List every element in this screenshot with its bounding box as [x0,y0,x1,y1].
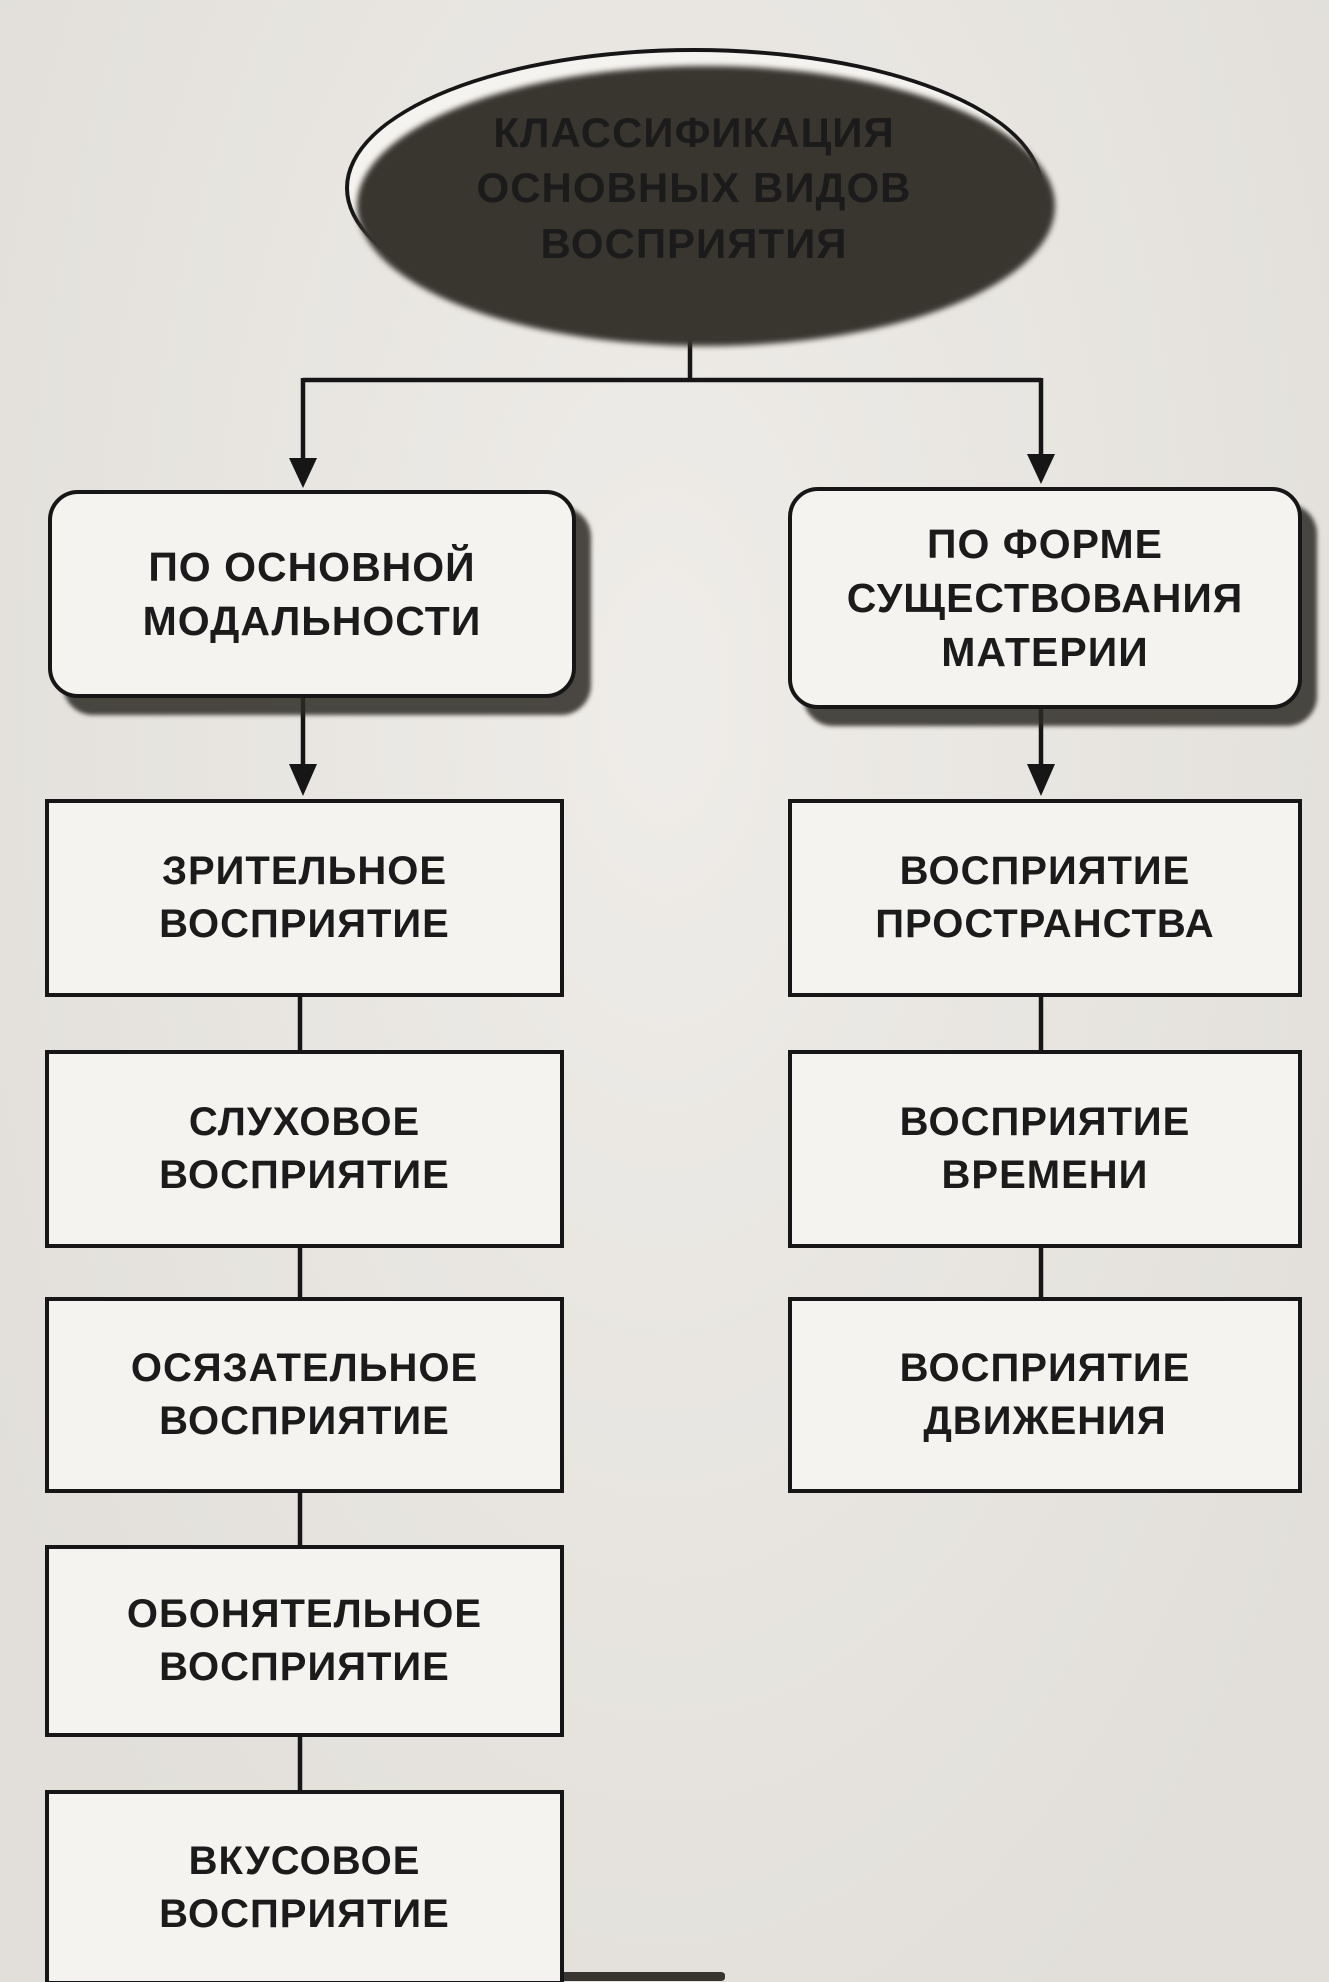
node-auditory-perception-label: СЛУХОВОЕ ВОСПРИЯТИЕ [159,1100,450,1197]
node-visual-perception: ЗРИТЕЛЬНОЕ ВОСПРИЯТИЕ [45,799,564,997]
arrowhead-right-child [1027,764,1055,796]
node-gustatory-perception: ВКУСОВОЕ ВОСПРИЯТИЕ [45,1790,564,1982]
node-gustatory-perception-label: ВКУСОВОЕ ВОСПРИЯТИЕ [159,1838,450,1936]
node-tactile-perception: ОСЯЗАТЕЛЬНОЕ ВОСПРИЯТИЕ [45,1297,564,1493]
node-visual-perception-label: ЗРИТЕЛЬНОЕ ВОСПРИЯТИЕ [159,849,450,946]
node-tactile-perception-label: ОСЯЗАТЕЛЬНОЕ ВОСПРИЯТИЕ [130,1346,479,1443]
arrowhead-right-category [1027,454,1055,484]
node-motion-perception: ВОСПРИЯТИЕ ДВИЖЕНИЯ [788,1297,1302,1493]
category-matter-form-label: ПО ФОРМЕ СУЩЕСТВОВАНИЯ МАТЕРИИ [846,520,1244,676]
node-time-perception: ВОСПРИЯТИЕ ВРЕМЕНИ [788,1050,1302,1248]
node-time-perception-label: ВОСПРИЯТИЕ ВРЕМЕНИ [899,1100,1191,1197]
node-olfactory-perception-label: ОБОНЯТЕЛЬНОЕ ВОСПРИЯТИЕ [126,1592,483,1689]
arrowhead-left-child [289,764,317,796]
category-node-modality: ПО ОСНОВНОЙ МОДАЛЬНОСТИ [48,490,576,698]
node-space-perception: ВОСПРИЯТИЕ ПРОСТРАНСТВА [788,799,1302,997]
scan-artifact [560,1972,725,1981]
root-node: КЛАССИФИКАЦИЯ ОСНОВНЫХ ВИДОВ ВОСПРИЯТИЯ [345,48,1043,328]
arrowhead-left-category [289,458,317,488]
category-node-matter-form: ПО ФОРМЕ СУЩЕСТВОВАНИЯ МАТЕРИИ [788,487,1302,709]
node-olfactory-perception: ОБОНЯТЕЛЬНОЕ ВОСПРИЯТИЕ [45,1545,564,1737]
root-node-label: КЛАССИФИКАЦИЯ ОСНОВНЫХ ВИДОВ ВОСПРИЯТИЯ [476,108,912,267]
node-auditory-perception: СЛУХОВОЕ ВОСПРИЯТИЕ [45,1050,564,1248]
category-modality-label: ПО ОСНОВНОЙ МОДАЛЬНОСТИ [142,543,482,644]
node-motion-perception-label: ВОСПРИЯТИЕ ДВИЖЕНИЯ [899,1346,1191,1443]
node-space-perception-label: ВОСПРИЯТИЕ ПРОСТРАНСТВА [875,849,1215,946]
